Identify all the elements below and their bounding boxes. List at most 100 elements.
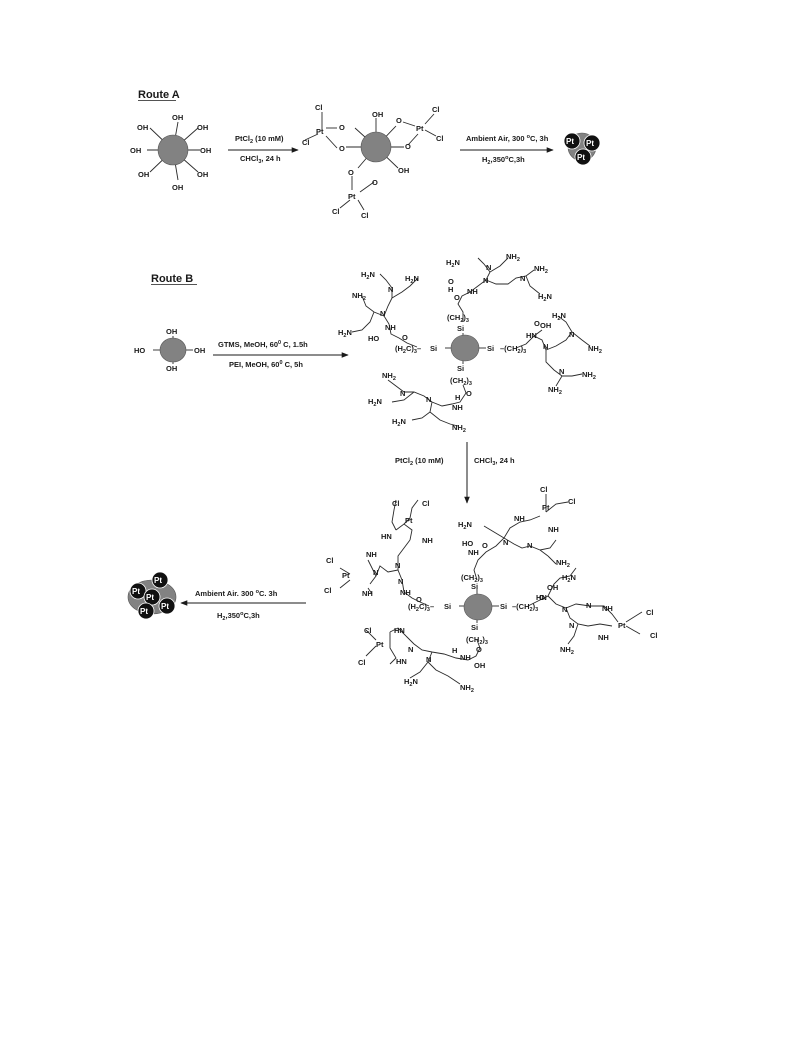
pt-nanoparticle [574, 148, 592, 166]
oh-label: OH [138, 170, 149, 179]
n-label: N [380, 309, 385, 318]
cl-label: Cl [540, 485, 548, 494]
ho-label: HO [368, 334, 379, 343]
o-label: O [348, 168, 354, 177]
cl-label: Cl [650, 631, 658, 640]
oh-label: OH [172, 113, 183, 122]
n-label: N [400, 389, 405, 398]
n-label: N [569, 330, 574, 339]
nh-label: NH [602, 604, 613, 613]
nh-label: NH [385, 323, 396, 332]
oh-label: OH [130, 146, 141, 155]
oh-label: OH [197, 123, 208, 132]
cl-label: Cl [332, 207, 340, 216]
nh-label: NH [362, 589, 373, 598]
route-a-step1-bottom: CHCl3, 24 h [240, 154, 281, 165]
h2c-3-label: (H2C)3– [395, 344, 421, 355]
oh-label: OH [197, 170, 208, 179]
core-particle [463, 593, 493, 621]
core-particle [157, 134, 189, 166]
nh-label: NH [422, 536, 433, 545]
hn-label: HN [394, 626, 405, 635]
n-label: N [569, 621, 574, 630]
pt-nanoparticle [158, 597, 176, 615]
route-a-product-particle: Pt Pt Pt [563, 132, 601, 166]
cl-label: Cl [364, 626, 372, 635]
si-label: Si [471, 623, 478, 632]
route-b-product-particle: Pt Pt Pt Pt Pt [127, 571, 177, 620]
nh-label: NH [460, 653, 471, 662]
ch2-3-label: (CH2)3 [450, 376, 472, 387]
ho-label: HO [134, 346, 145, 355]
cl-label: Cl [568, 497, 576, 506]
si-label: Si [487, 344, 494, 353]
nh-label: NH [452, 403, 463, 412]
oh-label: OH [166, 364, 177, 373]
pt-nanoparticle [137, 602, 155, 620]
cl-label: Cl [436, 134, 444, 143]
cl-label: Cl [302, 138, 310, 147]
h2n-label: H2N [338, 328, 352, 339]
ch2-3-label: (CH2)3 [447, 313, 469, 324]
nh-label: NH [400, 588, 411, 597]
o-label: O [448, 277, 454, 286]
pt-label: Pt [154, 576, 162, 585]
route-a-step2-bottom: H2,350oC,3h [482, 155, 525, 166]
o-label: O [416, 595, 422, 604]
core-particle [159, 337, 187, 363]
si-label: Si [430, 344, 437, 353]
oh-label: OH [474, 661, 485, 670]
core-particle [360, 131, 392, 163]
o-label: O [466, 389, 472, 398]
cl-label: Cl [326, 556, 334, 565]
oh-label: OH [547, 583, 558, 592]
pt-pei-complex: Si Si Si Si (CH2)3 –(CH2)3 (H2C)3– (CH2)… [324, 485, 658, 694]
hn-label: HN [526, 331, 537, 340]
route-b-step2-right: CHCl3, 24 h [474, 456, 515, 467]
n-label: N [486, 263, 491, 272]
pt-label: Pt [618, 621, 626, 630]
hn-label: HN [396, 657, 407, 666]
h2n-label: H2N [446, 258, 460, 269]
o-label: O [339, 144, 345, 153]
route-a-start-particle: OH OH OH OH OH OH OH OH [130, 113, 211, 192]
cl-label: Cl [646, 608, 654, 617]
nh-label: NH [468, 548, 479, 557]
nh-label: NH [548, 525, 559, 534]
o-label: O [539, 593, 545, 602]
si-label: Si [457, 324, 464, 333]
n-label: N [373, 568, 378, 577]
pt-nanoparticle [151, 571, 169, 589]
route-b-title: Route B [151, 273, 193, 285]
o-label: O [372, 178, 378, 187]
ch2-3-label: –(CH2)3 [512, 602, 538, 613]
route-a-pt-complex: OH OH O O Pt Cl Cl O O Pt Cl Cl O O Pt C… [302, 103, 444, 220]
pt-nanoparticle [583, 134, 601, 152]
route-b-step3-bottom: H2,350oC,3h [217, 611, 260, 622]
h2n-label: H2N [405, 274, 419, 285]
h2n-label: H2N [404, 677, 418, 688]
o-label: O [476, 645, 482, 654]
h2n-label: H2N [361, 270, 375, 281]
hn-label: HN [381, 532, 392, 541]
h-label: H [448, 285, 453, 294]
o-label: O [405, 142, 411, 151]
route-b-step1-top: GTMS, MeOH, 600 C, 1.5h [218, 340, 308, 349]
o-label: O [454, 293, 460, 302]
n-label: N [398, 577, 403, 586]
h2n-label: H2N [392, 417, 406, 428]
nh2-label: NH2 [582, 370, 596, 381]
oh-label: OH [372, 110, 383, 119]
pt-nanoparticle [143, 588, 161, 606]
nh-label: NH [366, 550, 377, 559]
h2n-label: H2N [458, 520, 472, 531]
oh-label: OH [200, 146, 211, 155]
nh-label: NH [467, 287, 478, 296]
pt-label: Pt [405, 516, 413, 525]
nh2-label: NH2 [560, 645, 574, 656]
si-label: Si [444, 602, 451, 611]
si-label: Si [471, 582, 478, 591]
o-label: O [339, 123, 345, 132]
pt-label: Pt [376, 640, 384, 649]
route-b-step2-left: PtCl2 (10 mM) [395, 456, 444, 467]
